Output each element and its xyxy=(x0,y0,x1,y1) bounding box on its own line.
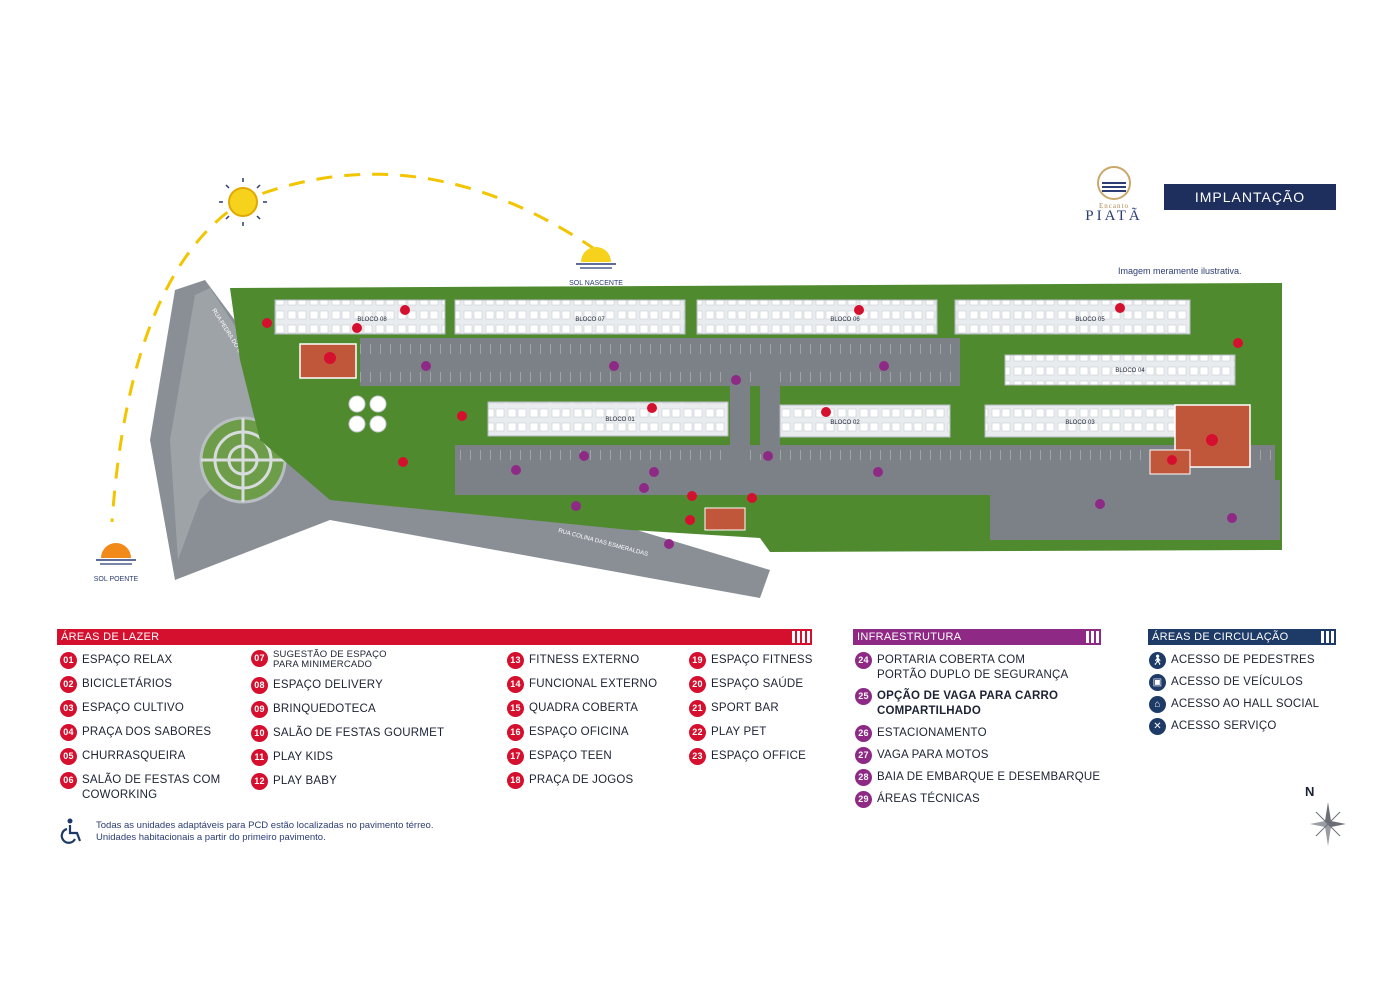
disclaimer-text: Imagem meramente ilustrativa. xyxy=(1118,266,1242,276)
block-label: BLOCO 03 xyxy=(1065,420,1095,426)
legend-item: ✕ACESSO SERVIÇO xyxy=(1149,718,1319,735)
pcd-note: Todas as unidades adaptáveis para PCD es… xyxy=(96,820,433,844)
pcd-note-line2: Unidades habitacionais a partir do prime… xyxy=(96,832,326,843)
sunset-icon xyxy=(96,543,136,565)
block-label: BLOCO 07 xyxy=(575,317,605,323)
vehicle-icon: ▣ xyxy=(1149,674,1166,691)
street-road xyxy=(150,280,770,598)
block-label: BLOCO 08 xyxy=(357,317,387,323)
legend-header-lazer: ÁREAS DE LAZER xyxy=(57,629,812,645)
service-icon: ✕ xyxy=(1149,718,1166,735)
legend-item: ▣ACESSO DE VEÍCULOS xyxy=(1149,674,1319,691)
page-title-badge: IMPLANTAÇÃO xyxy=(1164,184,1336,210)
site-plan-map: SOL NASCENTE SOL POENTE RUA PEDRA DO GAT… xyxy=(94,172,1282,598)
block-label: BLOCO 01 xyxy=(605,417,635,423)
block-label: BLOCO 06 xyxy=(830,317,860,323)
compass-rose-icon: N xyxy=(1305,784,1346,846)
wheelchair-icon xyxy=(60,818,82,844)
legend-item: ⌂ACESSO AO HALL SOCIAL xyxy=(1149,696,1319,713)
residential-blocks xyxy=(274,299,1236,438)
sunrise-label: SOL NASCENTE xyxy=(569,280,623,287)
block-label: BLOCO 04 xyxy=(1115,368,1145,374)
logo-name: PIATÃ xyxy=(1085,208,1143,224)
block-label: BLOCO 02 xyxy=(830,420,860,426)
compass-north-label: N xyxy=(1305,784,1314,799)
logo-emblem-icon xyxy=(1097,166,1131,200)
pcd-note-line1: Todas as unidades adaptáveis para PCD es… xyxy=(96,820,434,831)
sun-icon xyxy=(219,178,267,226)
hall-icon: ⌂ xyxy=(1149,696,1166,713)
block-label: BLOCO 05 xyxy=(1075,317,1105,323)
legend-header-infra: INFRAESTRUTURA xyxy=(853,629,1101,645)
brand-logo: Encanto PIATÃ xyxy=(1078,166,1150,228)
legend-item: 🚶︎ACESSO DE PEDESTRES xyxy=(1149,652,1319,669)
legend-column-circ: 🚶︎ACESSO DE PEDESTRES ▣ACESSO DE VEÍCULO… xyxy=(1149,652,1319,735)
legend-header-circ: ÁREAS DE CIRCULAÇÃO xyxy=(1148,629,1336,645)
sunrise-icon xyxy=(576,247,616,269)
pedestrian-icon: 🚶︎ xyxy=(1149,652,1166,669)
map-markers xyxy=(262,303,1243,549)
sunset-label: SOL POENTE xyxy=(94,576,139,583)
logo-tagline: Encanto xyxy=(1099,202,1129,210)
